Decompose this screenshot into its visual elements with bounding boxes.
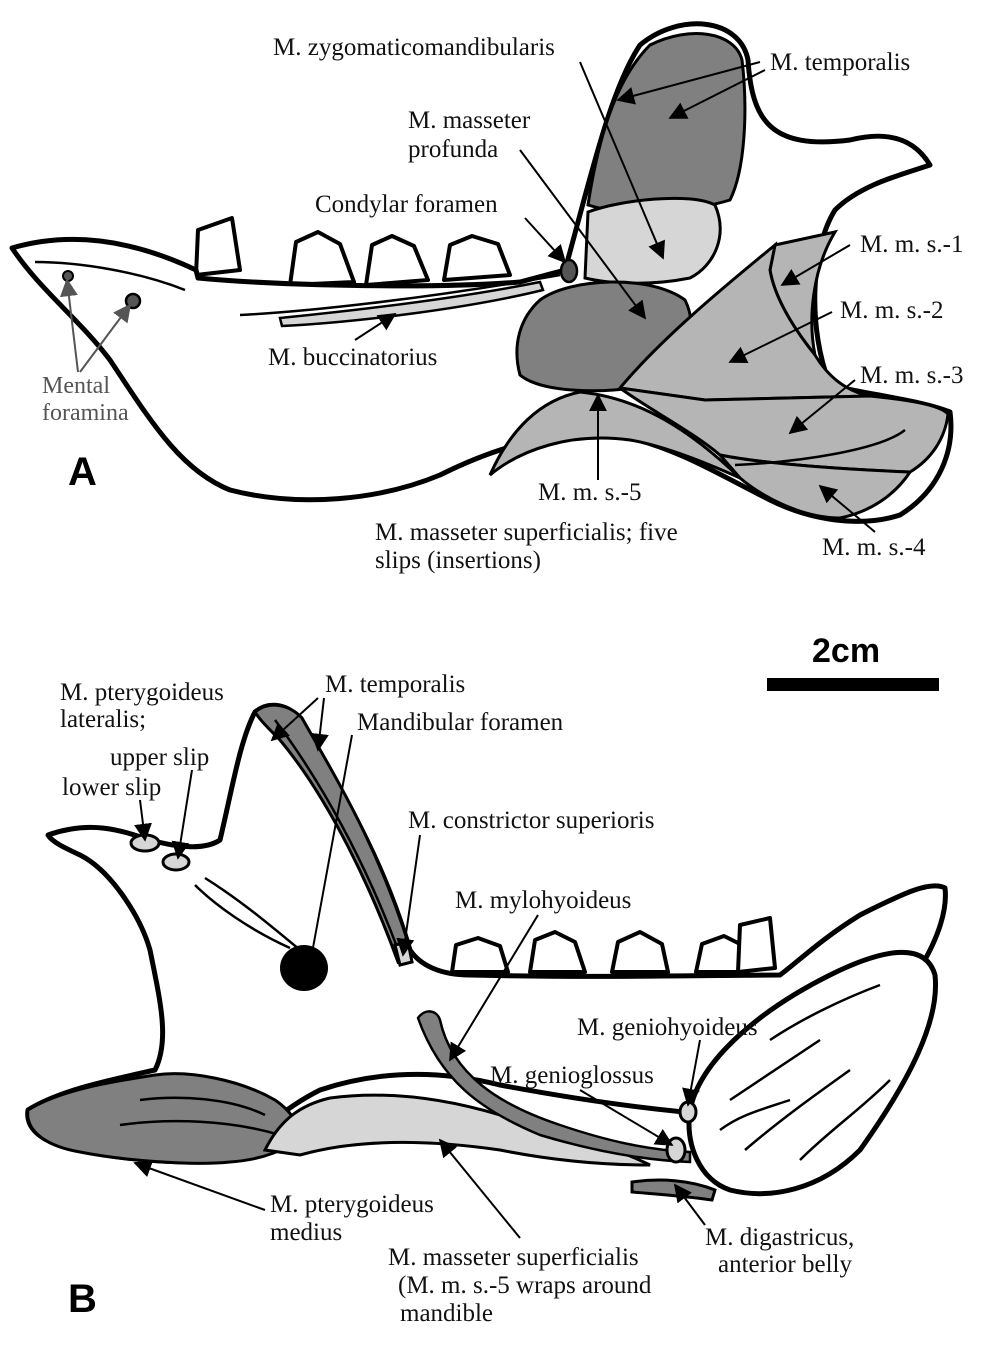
zygomaticomandibularis-muscle-a	[583, 196, 722, 285]
label-temporalis-a: M. temporalis	[770, 49, 910, 76]
digastricus-muscle-b	[630, 1178, 717, 1202]
label-upper-slip: upper slip	[110, 744, 209, 771]
mandibular-canal-b	[204, 876, 301, 951]
mylohyoid-line-b	[194, 884, 291, 950]
panel-b-labels: M. pterygoideus lateralis; upper slip lo…	[60, 671, 854, 1327]
label-mms1: M. m. s.-1	[860, 231, 963, 258]
panel-a-drawing	[9, 21, 954, 524]
premolar-tooth-b2	[610, 930, 670, 974]
symphysis-line-a	[34, 260, 186, 292]
label-mms3: M. m. s.-3	[860, 362, 963, 389]
panel-a-labels: M. zygomaticomandibularis M. temporalis …	[42, 34, 963, 574]
label-mms2: M. m. s.-2	[840, 297, 943, 324]
label-superficialis-b-1: M. masseter superficialis	[388, 1244, 639, 1271]
premolar-tooth-b1	[528, 930, 587, 974]
label-mandibular-foramen: Mandibular foramen	[357, 709, 564, 736]
label-digastricus-1: M. digastricus,	[705, 1224, 854, 1251]
label-mental-1: Mental	[42, 373, 110, 399]
mms2-muscle-a	[617, 241, 871, 402]
label-genioglossus: M. genioglossus	[490, 1062, 654, 1089]
label-buccinatorius: M. buccinatorius	[268, 344, 437, 371]
label-superficialis-a-1: M. masseter superficialis; five	[375, 519, 678, 546]
symphysis-texture-5	[799, 1079, 891, 1161]
scale-bar: 2cm	[767, 632, 939, 691]
premolar-tooth-a3	[442, 234, 512, 282]
label-pterygoideus-medius-2: medius	[270, 1219, 342, 1246]
symphysis-texture-2	[744, 1068, 851, 1151]
mylohyoideus-muscle-b	[416, 1010, 692, 1164]
pterygoideus-fold-2	[119, 1119, 281, 1137]
label-temporalis-b: M. temporalis	[325, 671, 465, 698]
label-pterygoideus-lateralis-2: lateralis;	[60, 706, 146, 733]
symphysis-b	[686, 950, 939, 1197]
label-constrictor: M. constrictor superioris	[408, 807, 654, 834]
label-mms4: M. m. s.-4	[822, 534, 926, 561]
label-superficialis-a-2: slips (insertions)	[375, 547, 541, 574]
label-lower-slip: lower slip	[62, 774, 161, 801]
label-zygomaticomandibularis: M. zygomaticomandibularis	[273, 34, 555, 61]
label-superficialis-b-2: (M. m. s.-5 wraps around	[398, 1272, 652, 1299]
label-masseter-profunda-2: profunda	[408, 136, 498, 163]
label-pterygoideus-medius-1: M. pterygoideus	[270, 1191, 434, 1218]
scale-bar-line	[767, 678, 939, 691]
label-mylohyoideus: M. mylohyoideus	[455, 887, 631, 914]
panel-label-b: B	[68, 1277, 97, 1321]
premolar-tooth-a1	[288, 230, 356, 287]
panel-b-leaders	[133, 697, 706, 1239]
panel-label-a: A	[68, 450, 97, 494]
alveolar-line-a	[239, 273, 561, 317]
temporalis-divider-b	[273, 719, 402, 956]
label-geniohyoideus: M. geniohyoideus	[577, 1014, 758, 1041]
symphysis-texture-3	[769, 983, 881, 1042]
symphysis-texture-4	[719, 1098, 791, 1132]
pterygoideus-lateralis-lower-slip	[161, 852, 191, 872]
panel-a-leaders	[59, 61, 876, 533]
molar-tooth-b1	[450, 936, 510, 974]
incisor-tooth-b	[736, 916, 777, 974]
label-pterygoideus-lateralis-1: M. pterygoideus	[60, 679, 224, 706]
mms5-muscle-a	[488, 390, 742, 480]
pterygoideus-fold-1	[139, 1096, 266, 1117]
label-mms5: M. m. s.-5	[538, 479, 641, 506]
buccinatorius-muscle-a	[278, 280, 545, 328]
condylar-foramen-a	[559, 258, 579, 284]
scale-bar-label: 2cm	[812, 632, 880, 670]
panel-b-drawing	[25, 702, 948, 1202]
label-superficialis-b-3: mandible	[400, 1300, 493, 1327]
mandibular-foramen-b	[280, 945, 328, 991]
incisor-tooth-a	[194, 216, 242, 277]
genioglossus-muscle-b	[665, 1136, 687, 1164]
label-condylar-foramen: Condylar foramen	[315, 191, 498, 218]
symphysis-texture-1	[729, 1038, 821, 1102]
label-digastricus-2: anterior belly	[718, 1251, 852, 1278]
label-mental-2: foramina	[42, 400, 129, 426]
temporalis-muscle-a	[586, 32, 747, 214]
mms4-muscle-a	[715, 452, 913, 520]
masseter-superficialis-muscle-b	[262, 1093, 651, 1167]
mental-foramen-a1	[62, 270, 74, 282]
premolar-tooth-a2	[364, 234, 430, 287]
label-masseter-profunda-1: M. masseter	[408, 107, 531, 134]
mms4-divider-a	[734, 429, 906, 467]
